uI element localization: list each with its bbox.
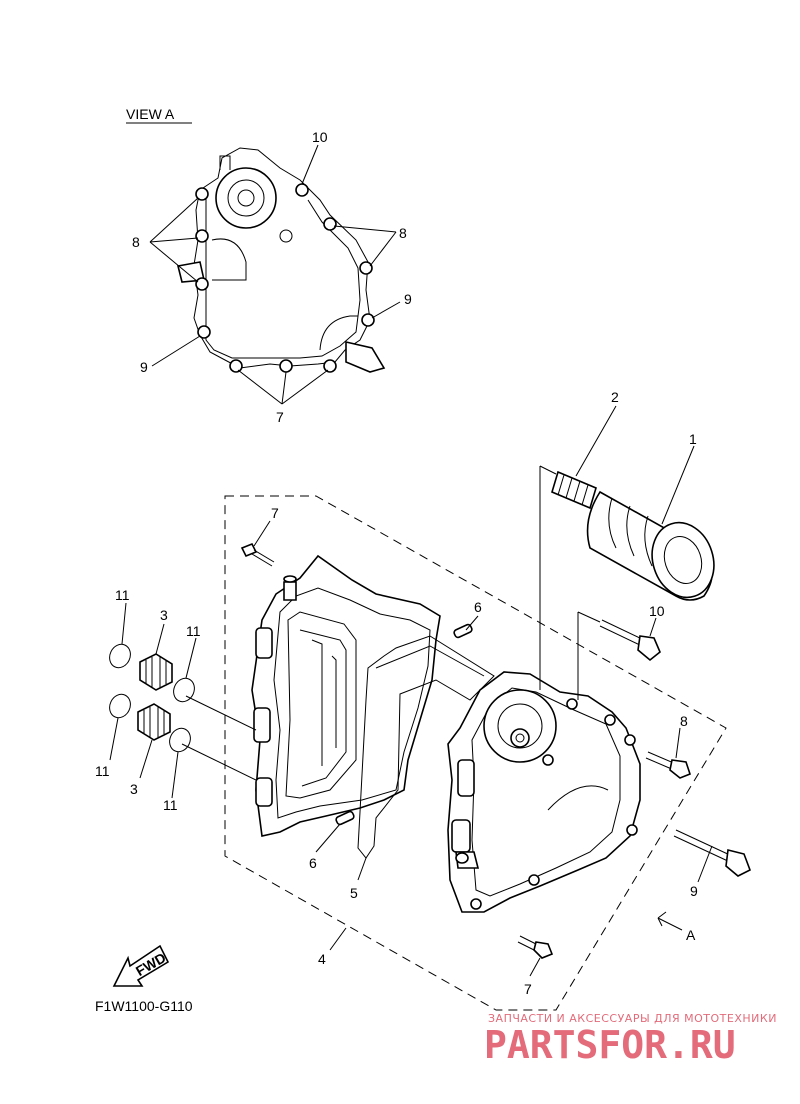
callout-4: 4 (318, 951, 326, 967)
callout-6-lower: 6 (309, 855, 317, 871)
callout-8-view-a-left: 8 (132, 234, 140, 250)
view-a-arrow (657, 911, 683, 931)
callout-11-bottom-left: 11 (95, 763, 110, 779)
bolt-8 (645, 751, 691, 779)
callout-1: 1 (689, 431, 697, 447)
bolt-10 (599, 619, 661, 662)
watermark-brand: PARTSFOR.RU (484, 1023, 736, 1067)
view-a: VIEW A (126, 106, 412, 425)
callout-11-top-right: 11 (186, 623, 201, 639)
callout-6-upper: 6 (474, 599, 482, 615)
cooler-cover (251, 554, 441, 837)
callout-7-top: 7 (271, 505, 279, 521)
case-filter-mount (483, 689, 557, 763)
bolt-7-top (240, 542, 275, 567)
callout-9: 9 (690, 883, 698, 899)
view-a-right-fitting (345, 340, 386, 373)
callout-8: 8 (680, 713, 688, 729)
callout-2: 2 (611, 389, 619, 405)
callout-7-view-a: 7 (276, 409, 284, 425)
callout-3-lower: 3 (130, 781, 138, 797)
view-a-title: VIEW A (126, 106, 175, 122)
callout-9-view-a-left: 9 (140, 359, 148, 375)
case-cover (447, 671, 641, 913)
assembly-4-dashed-outline (224, 495, 727, 1011)
callout-a: A (686, 927, 696, 943)
callout-3-upper: 3 (160, 607, 168, 623)
view-a-bolt-holes (195, 183, 375, 373)
watermark-tagline: ЗАПЧАСТИ И АКСЕССУАРЫ ДЛЯ МОТОТЕХНИКИ (488, 1012, 777, 1025)
bolt-9 (673, 829, 752, 877)
callout-10: 10 (649, 603, 665, 619)
view-a-housing-outline (193, 147, 371, 369)
watermark: ЗАПЧАСТИ И АКСЕССУАРЫ ДЛЯ МОТОТЕХНИКИ PA… (484, 1012, 777, 1067)
callout-5: 5 (350, 885, 358, 901)
callout-11-bottom-right: 11 (163, 797, 178, 813)
callout-7-bottom: 7 (524, 981, 532, 997)
exploded-view: 1 2 3 3 4 5 6 6 7 7 8 9 10 11 11 11 11 A (95, 389, 752, 1011)
callout-11-top-left: 11 (115, 587, 130, 603)
dowel-pin-lower (335, 810, 355, 826)
view-a-filter-boss (215, 167, 277, 229)
callout-9-view-a-right: 9 (404, 291, 412, 307)
filter-fitting (551, 470, 597, 510)
gasket (357, 635, 495, 859)
o-rings-and-pipes (109, 643, 195, 753)
callout-10-view-a: 10 (312, 129, 328, 145)
fwd-arrow: FWD (112, 944, 170, 987)
callout-8-view-a-right: 8 (399, 225, 407, 241)
oil-filter (586, 490, 715, 601)
bolt-7-bottom (517, 935, 554, 959)
figure-code: F1W1100-G110 (95, 998, 193, 1014)
